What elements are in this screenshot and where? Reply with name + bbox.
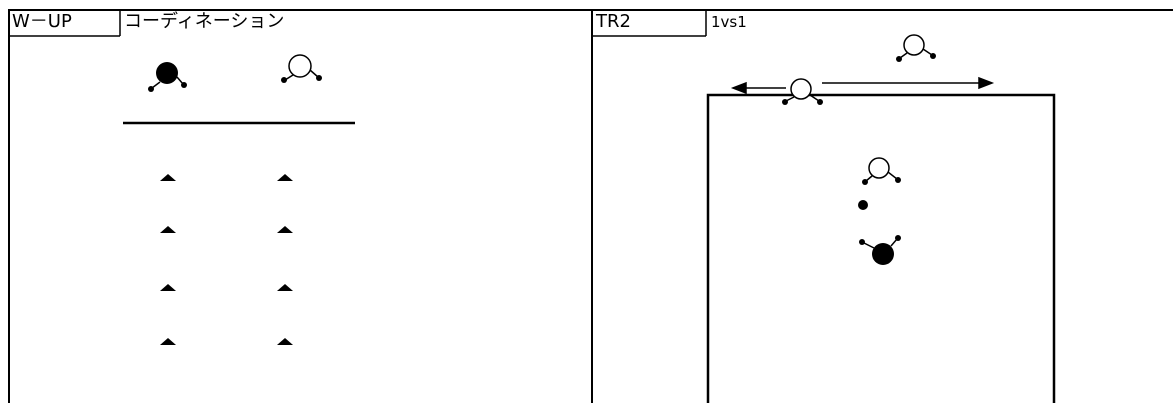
player-black-icon xyxy=(148,62,187,92)
left-panel-tag: W－UP xyxy=(12,11,72,32)
double-arrow-icon xyxy=(730,76,995,95)
player-white-icon xyxy=(896,34,936,62)
right-panel-tag: TR2 xyxy=(596,11,631,32)
field-outline xyxy=(706,93,1056,403)
cone-icon xyxy=(160,174,293,345)
player-white-icon xyxy=(281,54,322,83)
player-black-icon xyxy=(859,235,901,265)
ball-icon xyxy=(858,200,868,210)
player-white-icon xyxy=(782,78,823,105)
player-white-icon xyxy=(862,157,901,185)
left-panel-title: コーディネーション xyxy=(124,11,285,32)
right-panel-title: 1vs1 xyxy=(711,13,747,31)
